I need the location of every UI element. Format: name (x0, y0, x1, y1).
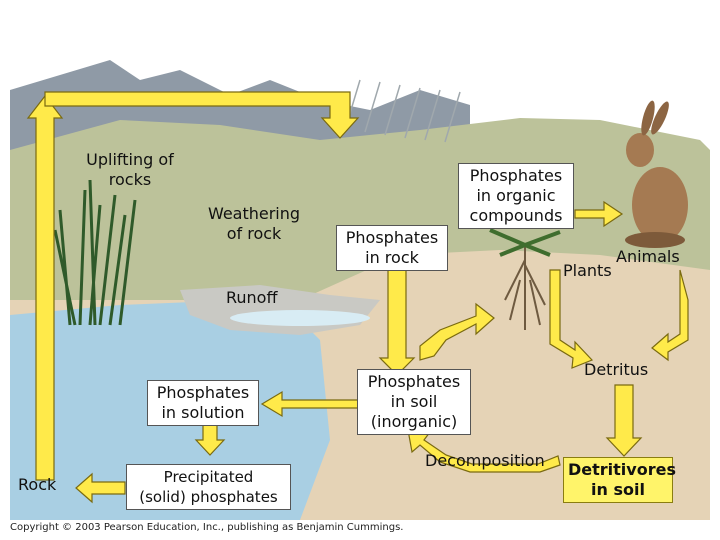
box-phosphates-in-rock: Phosphates in rock (336, 225, 448, 271)
box-phosphates-solution: Phosphates in solution (147, 380, 259, 426)
arrow-soil-to-solution (260, 390, 361, 418)
box-detritivores-line-1: Detritivores (568, 460, 676, 479)
box-phosphates-solution-line-1: Phosphates (156, 383, 250, 402)
arrow-detritus-down (605, 384, 643, 457)
box-phosphates-organic-line-2: in organic (476, 186, 556, 205)
plant-roots (504, 245, 546, 330)
label-weathering: Weathering of rock (198, 204, 310, 244)
box-phosphates-in-rock-line-1: Phosphates (345, 228, 439, 247)
label-rock: Rock (18, 475, 57, 494)
box-precipitated-line-2: (solid) phosphates (139, 488, 278, 506)
box-phosphates-soil: Phosphates in soil (inorganic) (357, 369, 471, 435)
arrow-rock-to-soil (378, 264, 416, 376)
rabbit-icon (625, 100, 688, 248)
label-uplifting: Uplifting of rocks (80, 150, 180, 190)
arrow-solution-down (194, 424, 226, 456)
box-phosphates-soil-line-1: Phosphates (367, 372, 461, 391)
plant-leaves (489, 228, 561, 257)
box-detritivores: Detritivores in soil (563, 457, 676, 503)
label-plants: Plants (563, 261, 612, 280)
box-precipitated-phosphates: Precipitated (solid) phosphates (126, 464, 291, 510)
label-weathering-line-2: of rock (226, 224, 282, 243)
box-phosphates-in-rock-line-2: in rock (365, 248, 419, 267)
arrow-precip-to-rock (75, 472, 126, 504)
box-detritivores-line-2: in soil (591, 480, 645, 499)
arrow-organic-to-animals (574, 200, 624, 228)
arrow-uplift-over (44, 91, 360, 139)
label-uplifting-line-2: rocks (108, 170, 152, 189)
box-phosphates-solution-line-2: in solution (161, 403, 245, 422)
label-uplifting-line-1: Uplifting of (86, 150, 174, 169)
box-phosphates-soil-line-2: in soil (390, 392, 438, 411)
box-phosphates-organic: Phosphates in organic compounds (458, 163, 574, 229)
label-weathering-line-1: Weathering (207, 204, 301, 223)
box-phosphates-organic-line-1: Phosphates (469, 166, 563, 185)
arrow-plants-to-detritus (549, 269, 594, 369)
copyright-notice: Copyright © 2003 Pearson Education, Inc.… (10, 522, 404, 533)
arrow-soil-to-plant (419, 302, 495, 361)
label-animals: Animals (616, 247, 680, 266)
stream (230, 310, 370, 326)
arrow-uplift-up (26, 95, 64, 481)
grass (53, 179, 137, 326)
box-phosphates-organic-line-3: compounds (469, 206, 563, 225)
arrow-animals-to-detritus (651, 269, 689, 362)
label-detritus: Detritus (584, 360, 649, 379)
box-precipitated-line-1: Precipitated (163, 468, 254, 486)
label-decomposition: Decomposition (425, 451, 545, 470)
label-runoff: Runoff (226, 288, 278, 307)
box-phosphates-soil-line-3: (inorganic) (370, 412, 458, 431)
cycle-arrows (26, 91, 689, 504)
rain (344, 79, 461, 143)
